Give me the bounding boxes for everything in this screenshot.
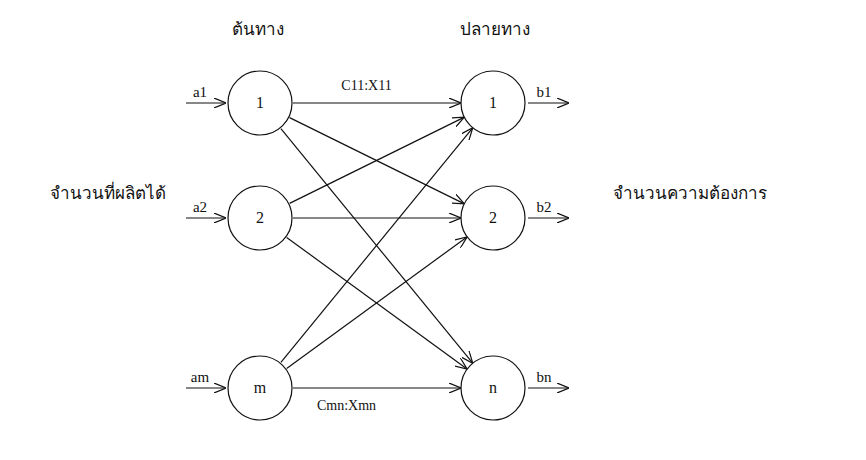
supply-arrow bbox=[186, 102, 225, 103]
quantity-label: b1 bbox=[537, 84, 552, 101]
supply-arrows bbox=[186, 103, 225, 388]
flow-arrow bbox=[293, 102, 460, 103]
node-number: n bbox=[460, 355, 526, 421]
flow-arrow bbox=[281, 129, 472, 363]
node-circle: m bbox=[227, 355, 293, 421]
side-caption: จำนวนความต้องการ bbox=[613, 179, 767, 206]
side-caption: จำนวนที่ผลิตได้ bbox=[50, 179, 166, 206]
quantity-label: b2 bbox=[537, 199, 552, 216]
quantity-label: a1 bbox=[193, 84, 207, 101]
node-circle: 1 bbox=[460, 70, 526, 136]
demand-arrow bbox=[528, 387, 568, 388]
quantity-label: bn bbox=[537, 369, 552, 386]
node-number: m bbox=[227, 355, 293, 421]
connector-layer bbox=[281, 103, 472, 388]
flow-arrow bbox=[287, 237, 467, 368]
node-circle: n bbox=[460, 355, 526, 421]
demand-arrow bbox=[528, 217, 568, 218]
node-circle: 2 bbox=[227, 185, 293, 251]
node-circle: 2 bbox=[460, 185, 526, 251]
node-number: 2 bbox=[227, 185, 293, 251]
demand-arrow bbox=[528, 102, 568, 103]
flow-arrow bbox=[293, 387, 460, 388]
supply-arrow bbox=[186, 387, 225, 388]
node-number: 1 bbox=[227, 70, 293, 136]
flow-arrow bbox=[290, 118, 464, 204]
quantity-label: am bbox=[191, 369, 209, 386]
flow-arrow bbox=[293, 217, 460, 218]
node-number: 1 bbox=[460, 70, 526, 136]
flow-arrow bbox=[290, 118, 464, 204]
flow-arrow bbox=[281, 129, 472, 363]
quantity-label: a2 bbox=[193, 199, 207, 216]
node-number: 2 bbox=[460, 185, 526, 251]
node-circle: 1 bbox=[227, 70, 293, 136]
column-heading: ปลายทาง bbox=[460, 15, 530, 42]
column-heading: ต้นทาง bbox=[232, 15, 284, 42]
supply-arrow bbox=[186, 217, 225, 218]
cost-label: C11:X11 bbox=[339, 78, 393, 94]
cost-label: Cmn:Xmn bbox=[315, 398, 378, 414]
demand-arrows bbox=[528, 103, 568, 388]
flow-arrow bbox=[287, 237, 467, 368]
